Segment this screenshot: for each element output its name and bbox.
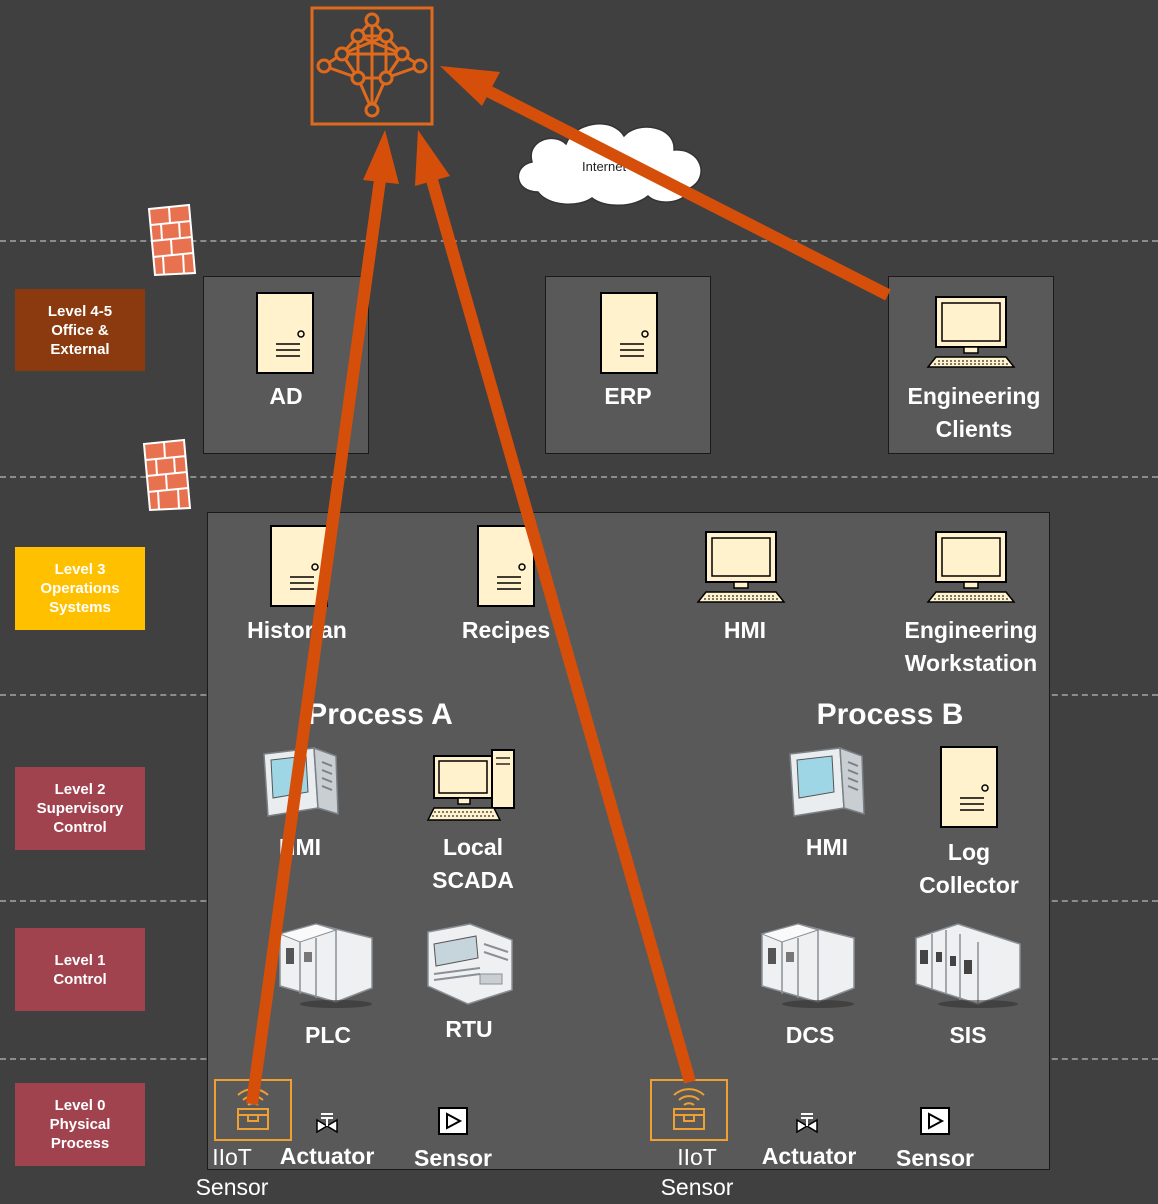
- actuator-a-label: Actuator: [279, 1143, 375, 1169]
- level-0-label: Level 0 Physical Process: [15, 1083, 145, 1166]
- erp-label: ERP: [604, 383, 652, 409]
- iiot-sensor-b-label: IIoT Sensor: [660, 1144, 734, 1200]
- dcs-label: DCS: [785, 1022, 835, 1048]
- internet-label: Internet: [582, 159, 627, 174]
- arrow-iiot-b-to-hub: [426, 178, 696, 1084]
- sis-label: SIS: [949, 1022, 987, 1048]
- arrow-head: [440, 66, 500, 106]
- level-3-label: Level 3 Operations Systems: [15, 547, 145, 630]
- workstation-icon: [926, 531, 1016, 603]
- actuator-icon: [316, 1113, 338, 1134]
- firewall-icon: [142, 438, 192, 512]
- workstation-icon: [696, 531, 786, 603]
- actuator-b-label: Actuator: [761, 1143, 857, 1169]
- plant-area-box: [207, 512, 1050, 1170]
- server-icon: [940, 746, 998, 828]
- sis-icon: [915, 923, 1021, 1008]
- server-icon: [256, 292, 314, 374]
- actuator-icon: [796, 1113, 818, 1134]
- rtu-icon: [427, 923, 513, 1005]
- server-icon: [600, 292, 658, 374]
- workstation-icon: [926, 296, 1016, 368]
- sensor-a-label: Sensor: [414, 1145, 492, 1171]
- process-b-title: Process B: [816, 698, 964, 731]
- plc-label: PLC: [305, 1022, 351, 1048]
- arrow-head: [363, 130, 399, 184]
- level-1-label: Level 1 Control: [15, 928, 145, 1011]
- hmi-panel-icon: [789, 746, 865, 817]
- level-4-5-label: Level 4-5 Office & External: [15, 289, 145, 371]
- engineering-clients-label: Engineering Clients: [907, 383, 1041, 442]
- level-2-label: Level 2 Supervisory Control: [15, 767, 145, 850]
- plc-icon: [278, 923, 373, 1008]
- arrow-iiot-a-to-hub: [246, 179, 386, 1105]
- iiot-sensor-a-label: IIoT Sensor: [195, 1144, 269, 1200]
- arrow-head: [415, 130, 450, 186]
- sensor-icon: [920, 1107, 950, 1135]
- arrow-eng-clients-to-hub: [483, 84, 891, 301]
- sensor-icon: [438, 1107, 468, 1135]
- engineering-workstation-label: Engineering Workstation: [904, 617, 1038, 676]
- level-separator: [0, 476, 1158, 478]
- historian-label: Historian: [247, 617, 347, 643]
- ad-label: AD: [269, 383, 303, 409]
- rtu-label: RTU: [445, 1016, 493, 1042]
- firewall-icon: [147, 203, 197, 277]
- process-a-title: Process A: [307, 698, 453, 731]
- dcs-icon: [760, 923, 855, 1008]
- iiot-platform-hub-icon: [310, 6, 434, 126]
- level-separator: [0, 240, 1158, 242]
- hmi-b-label: HMI: [805, 834, 849, 860]
- hmi-l3-label: HMI: [723, 617, 767, 643]
- log-collector-label: Log Collector: [919, 839, 1019, 898]
- scada-desktop-icon: [426, 749, 515, 821]
- sensor-b-label: Sensor: [896, 1145, 974, 1171]
- local-scada-label: Local SCADA: [432, 834, 514, 893]
- recipes-label: Recipes: [461, 617, 551, 643]
- internet-cloud-icon: [517, 123, 702, 206]
- server-icon: [477, 525, 535, 607]
